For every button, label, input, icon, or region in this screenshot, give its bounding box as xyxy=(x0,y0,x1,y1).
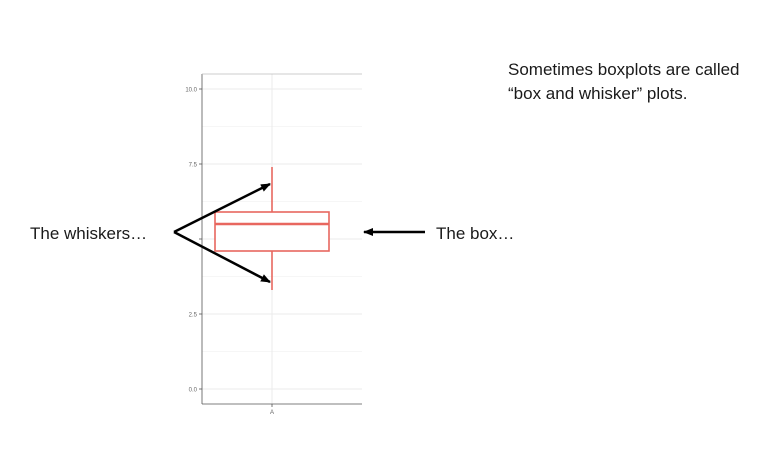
arrow-layer xyxy=(173,182,425,284)
y-tick-label: 2.5 xyxy=(189,313,198,319)
axis-layer: 0.0 2.5 7.5 10.0A xyxy=(185,73,362,416)
whisker-arrow-lower xyxy=(173,230,271,284)
whisker-arrow-upper xyxy=(173,182,271,234)
y-tick-label: 10.0 xyxy=(185,88,197,94)
box-layer xyxy=(214,167,330,290)
x-tick-label: A xyxy=(270,410,274,416)
iqr-box xyxy=(214,211,330,252)
y-tick-label: 7.5 xyxy=(189,163,198,169)
box-label: The box… xyxy=(436,224,515,243)
boxplot-note: Sometimes boxplots are called “box and w… xyxy=(508,60,740,103)
y-tick-label: 0.0 xyxy=(189,388,198,394)
whiskers-label: The whiskers… xyxy=(30,224,148,243)
